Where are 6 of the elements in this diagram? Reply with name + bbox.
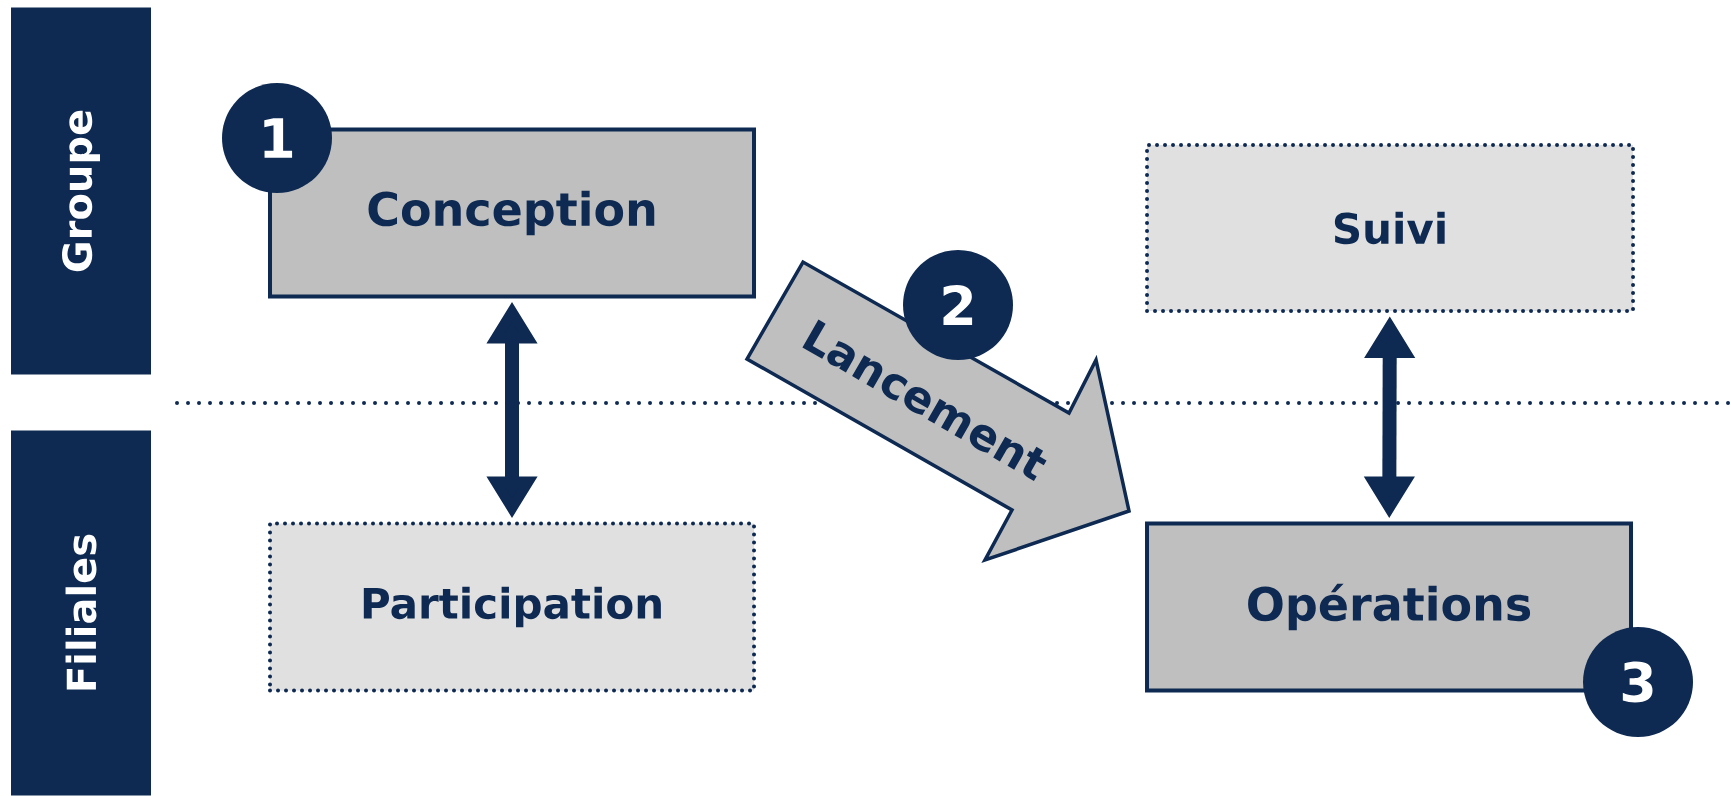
dotted-box: Participation	[268, 521, 756, 693]
dotted-box: Suivi	[1145, 143, 1635, 313]
number-badge: 3	[1583, 627, 1693, 737]
band-label: Groupe	[11, 7, 151, 375]
number-badge: 1	[222, 83, 332, 193]
band-label: Filiales	[11, 430, 151, 796]
